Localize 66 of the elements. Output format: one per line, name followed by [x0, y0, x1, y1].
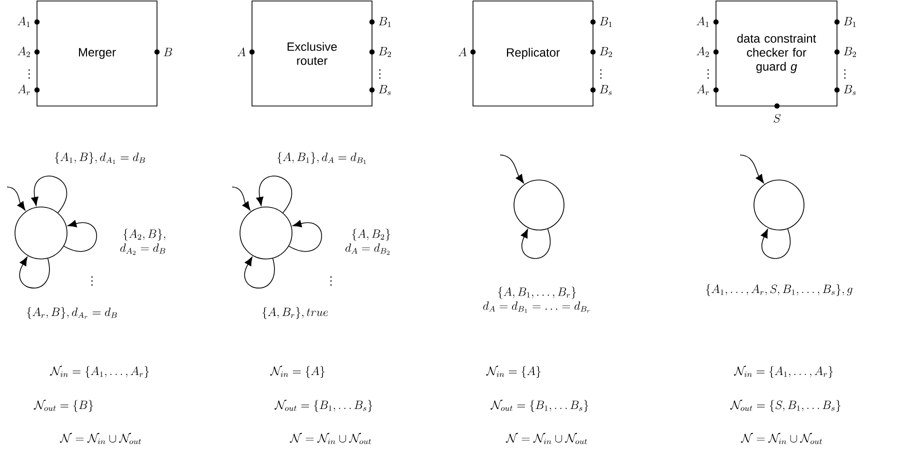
self-loop-arrow [244, 256, 275, 288]
port-label: $B_s$ [378, 85, 391, 96]
edge-label: $\{A, B_1\}, d_A = d_{B_1}$ [276, 151, 368, 165]
set-equation: $\mathcal{N} = \mathcal{N}_{in} \cup \mathcal{N}_{out}$ [740, 432, 822, 444]
port-label: $A_1$ [18, 16, 30, 27]
initial-arrow [740, 154, 764, 184]
self-loop-arrow [520, 228, 550, 259]
ellipsis-mark: $\vdots$ [330, 276, 332, 286]
initial-arrow [6, 186, 26, 210]
state-circle [240, 206, 292, 260]
process-box: Merger [36, 0, 158, 106]
set-equation: $\mathcal{N} = \mathcal{N}_{in} \cup \mathcal{N}_{out}$ [60, 432, 142, 444]
port-label: $\vdots$ [600, 69, 602, 79]
self-loop-arrow [288, 220, 322, 252]
process-box: data constraint checker for guard g [716, 0, 838, 106]
state-circle [14, 206, 68, 260]
set-equation: $\mathcal{N}_{out} = \{S, B_1, \ldots B_s\}$ [730, 400, 841, 412]
port-label: $B_s$ [600, 85, 612, 96]
process-box: Replicator [472, 0, 594, 106]
self-loop-arrow [19, 256, 50, 288]
edge-label: $\{A_r, B\}, d_{A_r} = d_B$ [25, 306, 119, 320]
edge-label: $\{A, B_r\}, true$ [260, 306, 330, 320]
initial-arrow [232, 186, 250, 210]
port-label: $\vdots$ [844, 69, 846, 79]
self-loop-arrow [760, 228, 790, 259]
ellipsis-mark: $\vdots$ [91, 276, 93, 286]
set-equation: $\mathcal{N}_{in} = \{A\}$ [270, 366, 325, 378]
port-label: $\vdots$ [379, 69, 380, 79]
state-circle [754, 180, 804, 230]
port-label: $\vdots$ [28, 69, 30, 79]
port-label: $A_2$ [18, 46, 30, 57]
edge-label: $\{A_1, \ldots, A_r, S, B_1, \ldots, B_s\}, g$ [704, 283, 854, 297]
set-equation: $\mathcal{N}_{out} = \{B_1, \ldots B_s\}$ [490, 400, 588, 412]
set-equation: $\mathcal{N}_{in} = \{A\}$ [486, 366, 541, 378]
port-label: $A_1$ [696, 16, 709, 27]
port-label: $B_2$ [378, 47, 391, 57]
port-label: $B_s$ [844, 85, 856, 96]
port-label: $A_r$ [696, 84, 709, 96]
self-loop-arrow [63, 220, 98, 252]
port-label: $B_1$ [600, 17, 612, 27]
port-label: $B_2$ [600, 47, 612, 57]
port-label: $A$ [458, 48, 466, 56]
process-box: Exclusive router [252, 0, 372, 106]
port-label: $B_1$ [844, 17, 856, 27]
initial-arrow [500, 154, 524, 184]
edge-label: $\begin{array}{@{}r@{}}\{A, B_2\}\\ d_A = d_{B_2}\end{array}$ [344, 227, 392, 257]
set-equation: $\mathcal{N}_{in} = \{A_1, \ldots, A_r\}$ [734, 366, 833, 378]
port-label: $A_r$ [18, 84, 30, 96]
self-loop-arrow [31, 176, 67, 214]
state-circle [514, 180, 564, 230]
port-label: $S$ [774, 114, 781, 123]
port-label: $A$ [237, 48, 246, 56]
set-equation: $\mathcal{N}_{out} = \{B_1, \ldots B_s\}$ [274, 400, 372, 412]
set-equation: $\mathcal{N}_{in} = \{A_1, \ldots, A_r\}$ [50, 366, 149, 378]
set-equation: $\mathcal{N} = \mathcal{N}_{in} \cup \mathcal{N}_{out}$ [290, 432, 372, 444]
self-loop-arrow [256, 176, 292, 214]
port-label: $B$ [164, 48, 172, 56]
edge-label: $\begin{array}{@{}c@{}}\{A, B_1, \ldots, B_r\}\\ d_A = d_{B_1} = \ldots = d_{B_r}\end{array}$ [482, 285, 592, 315]
edge-label: $\begin{array}{@{}r@{}}\{A_2, B\},\\ d_{A_2} = d_B\end{array}$ [118, 227, 168, 257]
port-label: $B_1$ [378, 17, 391, 27]
set-equation: $\mathcal{N}_{out} = \{B\}$ [34, 400, 94, 412]
port-label: $A_2$ [696, 46, 709, 57]
port-label: $B_2$ [844, 47, 856, 57]
port-label: $\vdots$ [708, 69, 709, 79]
edge-label: $\{A_1, B\}, d_{A_1} = d_B$ [53, 151, 147, 165]
set-equation: $\mathcal{N} = \mathcal{N}_{in} \cup \mathcal{N}_{out}$ [506, 432, 588, 444]
